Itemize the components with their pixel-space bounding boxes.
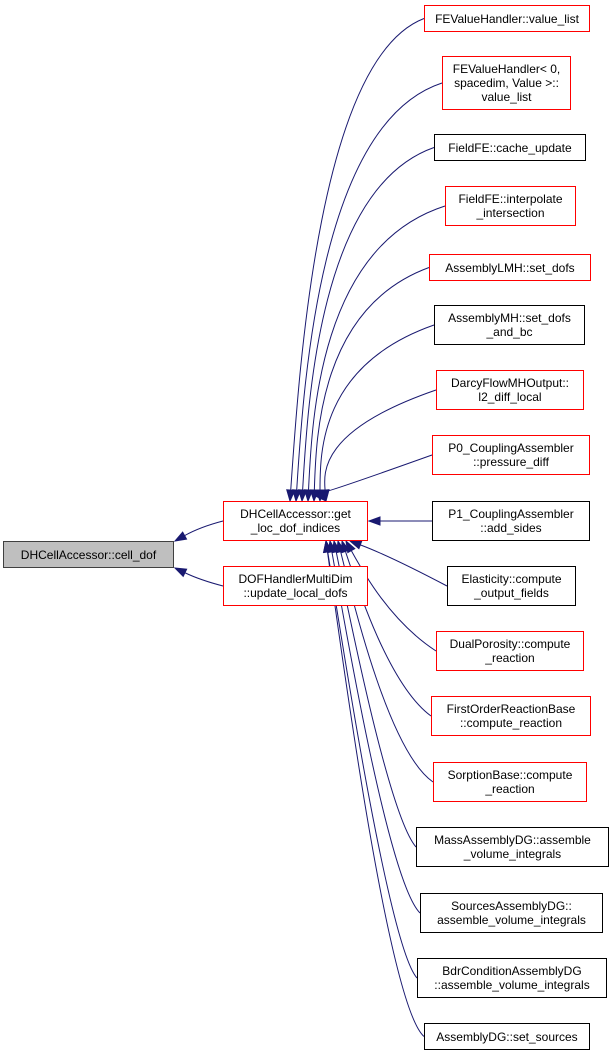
node-assemblymh-set-dofs-and-bc-to-node-get-loc-dof-indices-edge bbox=[319, 324, 435, 491]
node-update-local-dofs-to-root-node-cell-dof-arrowhead bbox=[173, 567, 188, 578]
root-node-cell-dof: DHCellAccessor::cell_dof bbox=[3, 541, 174, 568]
node-dualporosity-compute-reaction-to-node-get-loc-dof-indices-edge bbox=[350, 550, 437, 652]
node-massassemblydg-assemble-volume-integrals[interactable]: MassAssemblyDG::assemble _volume_integra… bbox=[416, 827, 609, 867]
node-get-loc-dof-indices-to-root-node-cell-dof-edge bbox=[184, 520, 224, 537]
node-p1-couplingassembler-add-sides[interactable]: P1_CouplingAssembler ::add_sides bbox=[432, 501, 590, 541]
node-p0-couplingassembler-pressure-diff-to-node-get-loc-dof-indices-edge bbox=[317, 454, 433, 494]
node-fieldfe-cache-update-to-node-get-loc-dof-indices-edge bbox=[302, 147, 435, 491]
node-sorptionbase-compute-reaction[interactable]: SorptionBase::compute _reaction bbox=[433, 762, 587, 802]
node-get-loc-dof-indices-to-root-node-cell-dof-arrowhead bbox=[173, 531, 188, 542]
node-assemblylmh-set-dofs[interactable]: AssemblyLMH::set_dofs bbox=[429, 254, 591, 281]
node-darcyflowmhoutput-l2-diff-local-to-node-get-loc-dof-indices-edge bbox=[324, 389, 437, 491]
node-sourcesassemblydg-assemble-volume-integrals[interactable]: SourcesAssemblyDG:: assemble_volume_inte… bbox=[420, 893, 603, 933]
node-elasticity-compute-output-fields-to-node-get-loc-dof-indices-edge bbox=[360, 544, 448, 587]
node-assemblylmh-set-dofs-to-node-get-loc-dof-indices-edge bbox=[313, 267, 430, 491]
node-p1-couplingassembler-add-sides-to-node-get-loc-dof-indices-arrowhead bbox=[367, 516, 381, 526]
node-elasticity-compute-output-fields[interactable]: Elasticity::compute _output_fields bbox=[447, 566, 576, 606]
node-assemblydg-set-sources[interactable]: AssemblyDG::set_sources bbox=[424, 1023, 590, 1050]
node-fevaluehandler-0-value-list-to-node-get-loc-dof-indices-edge bbox=[296, 82, 443, 491]
node-fevaluehandler-value-list-to-node-get-loc-dof-indices-edge bbox=[290, 18, 425, 491]
node-fevaluehandler-0-value-list[interactable]: FEValueHandler< 0, spacedim, Value >:: v… bbox=[442, 56, 571, 110]
node-bdrconditionassemblydg-assemble-volume-integrals-to-node-get-loc-dof-indices-edge bbox=[327, 551, 418, 979]
node-assemblydg-set-sources-to-node-get-loc-dof-indices-edge bbox=[327, 551, 425, 1037]
node-bdrconditionassemblydg-assemble-volume-integrals[interactable]: BdrConditionAssemblyDG ::assemble_volume… bbox=[417, 958, 607, 998]
node-assemblydg-set-sources-to-node-get-loc-dof-indices-arrowhead bbox=[322, 539, 333, 554]
node-update-local-dofs-to-root-node-cell-dof-edge bbox=[184, 572, 224, 587]
node-dualporosity-compute-reaction[interactable]: DualPorosity::compute _reaction bbox=[436, 631, 584, 671]
node-darcyflowmhoutput-l2-diff-local[interactable]: DarcyFlowMHOutput:: l2_diff_local bbox=[436, 370, 584, 410]
node-fieldfe-cache-update[interactable]: FieldFE::cache_update bbox=[434, 134, 586, 161]
node-fieldfe-interpolate-intersection-to-node-get-loc-dof-indices-arrowhead bbox=[303, 489, 314, 503]
node-fevaluehandler-value-list[interactable]: FEValueHandler::value_list bbox=[424, 5, 590, 32]
node-firstorderreactionbase-compute-reaction[interactable]: FirstOrderReactionBase ::compute_reactio… bbox=[431, 696, 591, 736]
node-get-loc-dof-indices[interactable]: DHCellAccessor::get _loc_dof_indices bbox=[223, 501, 368, 541]
node-assemblymh-set-dofs-and-bc[interactable]: AssemblyMH::set_dofs _and_bc bbox=[434, 305, 585, 345]
node-fieldfe-interpolate-intersection-to-node-get-loc-dof-indices-edge bbox=[308, 205, 446, 491]
node-update-local-dofs[interactable]: DOFHandlerMultiDim ::update_local_dofs bbox=[223, 566, 368, 606]
node-p0-couplingassembler-pressure-diff[interactable]: P0_CouplingAssembler ::pressure_diff bbox=[432, 435, 590, 475]
node-fieldfe-interpolate-intersection[interactable]: FieldFE::interpolate _intersection bbox=[445, 186, 576, 226]
